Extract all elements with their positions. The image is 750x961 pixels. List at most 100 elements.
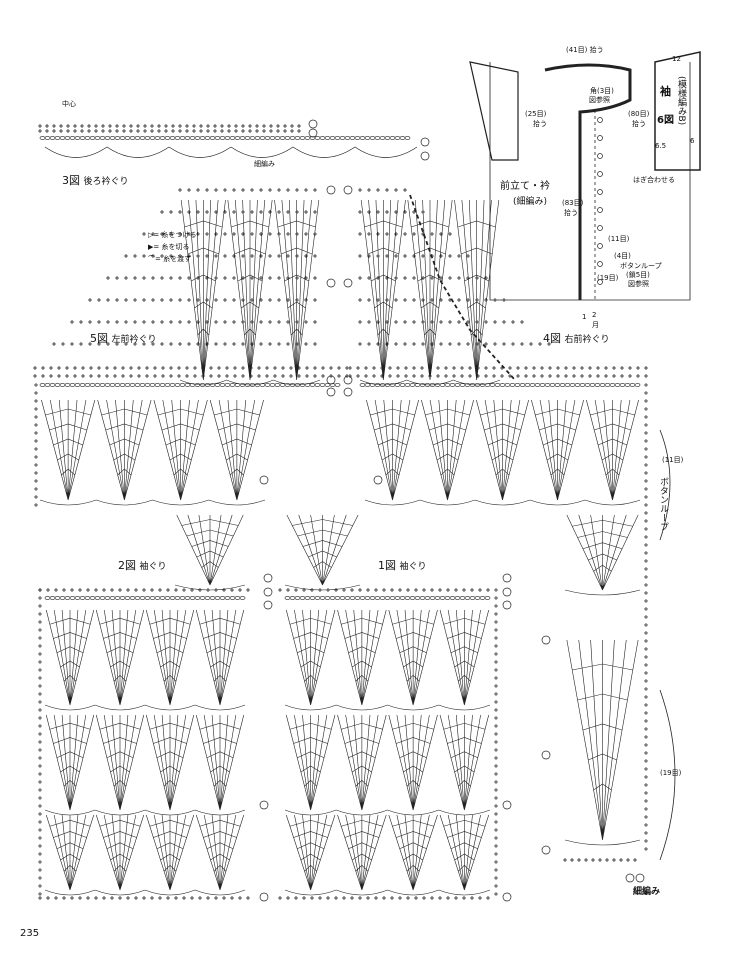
fan-chevron — [392, 819, 434, 872]
sc-row — [358, 320, 524, 324]
fan-chevron — [443, 819, 486, 872]
schem-button — [597, 171, 603, 177]
fan-chevron — [157, 408, 204, 476]
fan-ribs — [388, 609, 438, 706]
schem-top-count: (41目) 拾う — [566, 46, 604, 54]
legend-attach: ▷= 糸をつける — [148, 231, 197, 239]
edge-marks — [644, 383, 648, 851]
fan-chevron — [99, 722, 141, 787]
arch-row — [364, 499, 641, 506]
loop-bracket-19 — [659, 689, 676, 861]
fan-ribs — [421, 399, 474, 501]
schem-month: 月 — [592, 321, 599, 329]
chain-row — [284, 596, 491, 600]
fig3-title: 後ろ衿ぐり — [83, 177, 129, 187]
fig4-num: 4図 — [543, 332, 561, 345]
fan-chevron — [99, 819, 141, 872]
crochet-edge-bottom-label: 細編み — [633, 887, 661, 897]
row-number-marker — [635, 873, 645, 883]
fan-chevron — [99, 617, 141, 682]
fig5-title: 左前衿ぐり — [111, 335, 157, 345]
row-number-marker — [502, 600, 512, 610]
row-number-marker — [343, 387, 353, 397]
row-number-marker — [420, 137, 430, 147]
button-loop-vertical-label: ボタンループ — [658, 477, 668, 531]
fig3-scallop — [106, 146, 170, 158]
arch-row — [564, 589, 641, 596]
chain-row — [44, 596, 246, 600]
fan-chevron — [341, 617, 383, 682]
schem-sleeve — [654, 51, 701, 171]
legend-cut: ▶= 糸を切る — [148, 243, 190, 251]
fig3-scallop — [292, 146, 356, 158]
crochet-edge-label: 細編み — [254, 160, 275, 168]
schem-button — [597, 225, 603, 231]
fan-chevron — [480, 408, 525, 476]
sc-row — [348, 366, 648, 370]
row-number-marker — [343, 185, 353, 195]
sc-row — [142, 232, 317, 236]
fig5-label: 5図 左前衿ぐり — [90, 333, 157, 345]
schem-front-title: 前立て・衿 — [500, 181, 550, 192]
schem-pick: 拾う — [533, 120, 547, 128]
row-number-marker — [502, 587, 512, 597]
schem-pick3: 拾う — [564, 209, 578, 217]
schem-button — [597, 207, 603, 213]
sc-row — [358, 342, 551, 346]
sc-row — [106, 276, 317, 280]
fan-ribs — [176, 514, 244, 586]
fan-chevron — [425, 408, 470, 476]
arch-row — [564, 839, 641, 846]
travel-line — [409, 194, 516, 381]
fan-chevron — [411, 220, 449, 336]
fan-chevron — [231, 220, 269, 336]
fan-chevron — [101, 408, 148, 476]
schem-button — [597, 189, 603, 195]
fan-ribs — [45, 814, 95, 891]
fig4-title: 右前衿ぐり — [564, 335, 610, 345]
row-number-marker — [326, 185, 336, 195]
fan-chevron — [572, 663, 633, 791]
fan-ribs — [566, 639, 639, 841]
fig1-title: 袖ぐり — [399, 562, 427, 572]
fan-ribs — [95, 714, 145, 811]
arch-row — [284, 809, 491, 816]
fan-ribs — [337, 609, 387, 706]
sc-row — [278, 896, 490, 900]
sc-row — [38, 896, 250, 900]
loop-bracket-11 — [659, 429, 671, 541]
sc-row — [124, 254, 317, 258]
arch-row — [39, 499, 266, 506]
fig3-scallop — [44, 146, 108, 158]
fan-ribs — [337, 714, 387, 811]
schem-sleeve-fig: 6図 — [657, 115, 674, 126]
row-number-marker — [502, 573, 512, 583]
fan-ribs — [195, 714, 245, 811]
fan-ribs — [195, 609, 245, 706]
fan-ribs — [439, 609, 490, 706]
row-number-marker — [625, 873, 635, 883]
fan-chevron — [341, 819, 383, 872]
sc-row — [358, 188, 407, 192]
fan-ribs — [286, 514, 359, 586]
fan-chevron — [292, 519, 353, 568]
fan-ribs — [388, 814, 438, 891]
fan-ribs — [97, 399, 152, 501]
schem-left-shoulder — [469, 61, 519, 161]
fig3-scallop — [168, 146, 232, 158]
fan-chevron — [289, 819, 332, 872]
fan-ribs — [209, 399, 264, 501]
fan-ribs — [95, 609, 145, 706]
schem-button — [597, 261, 603, 267]
row-number-marker — [373, 475, 383, 485]
fig3-num: 3図 — [62, 174, 80, 187]
fan-ribs — [145, 609, 195, 706]
schem-count-83: (83目) — [562, 199, 584, 207]
fan-ribs — [285, 714, 336, 811]
fan-ribs — [285, 609, 336, 706]
fan-ribs — [45, 609, 95, 706]
fan-chevron — [590, 408, 635, 476]
row-number-marker — [263, 573, 273, 583]
row-number-marker — [259, 475, 269, 485]
fan-chevron — [49, 819, 91, 872]
